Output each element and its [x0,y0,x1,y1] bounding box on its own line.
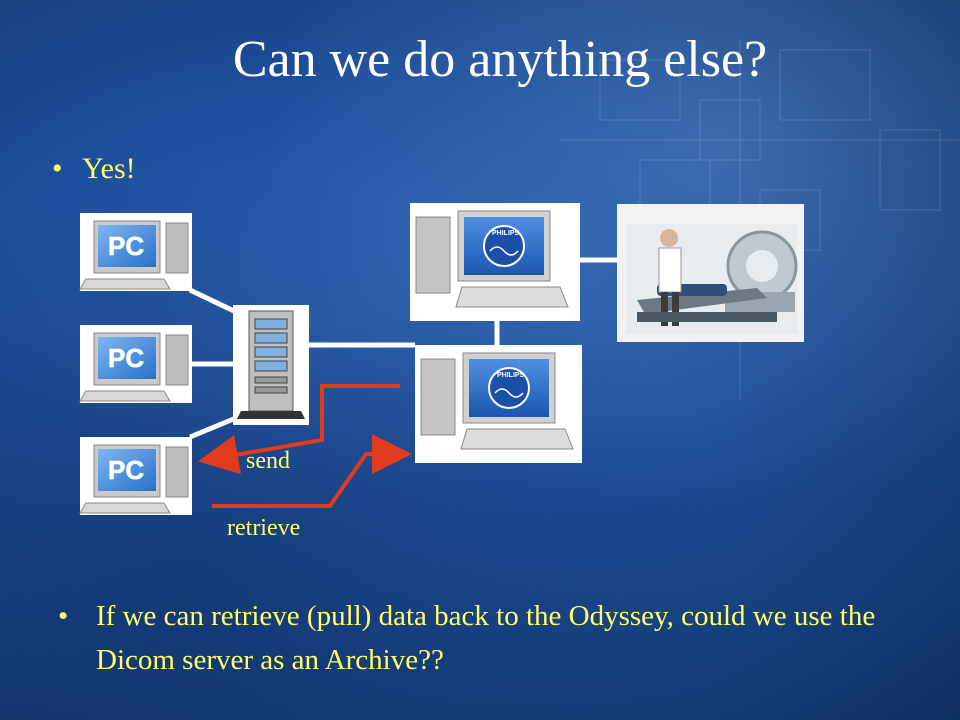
slide-title: Can we do anything else? [232,31,768,88]
brand-label: PHILIPS [492,230,520,237]
brand-label: PHILIPS [497,372,525,379]
pc-label: PC [108,455,144,485]
pc-workstation-icon: PC [79,220,189,290]
server-rack-icon [237,310,305,419]
network-connectors [188,257,617,440]
pc-workstation-icon: PC [79,332,189,402]
pc-workstation-icon: PC [79,444,189,514]
retrieve-label: retrieve [227,515,301,541]
bullet-archive-question-text: If we can retrieve (pull) data back to t… [96,600,876,676]
pc-label: PC [108,231,144,261]
bullet-yes: • Yes! [52,152,136,186]
send-label: send [246,448,290,474]
philips-workstation-icon: PHILIPS [420,352,574,450]
bullet-glyph: • [52,152,63,185]
medical-scanner-icon [617,204,804,342]
retrieve-arrow [212,434,412,508]
philips-workstation-icon: PHILIPS [415,210,569,308]
pc-label: PC [108,343,144,373]
send-arrow [198,384,400,475]
bullet-glyph: • [58,600,69,632]
bullet-yes-text: Yes! [82,152,136,185]
